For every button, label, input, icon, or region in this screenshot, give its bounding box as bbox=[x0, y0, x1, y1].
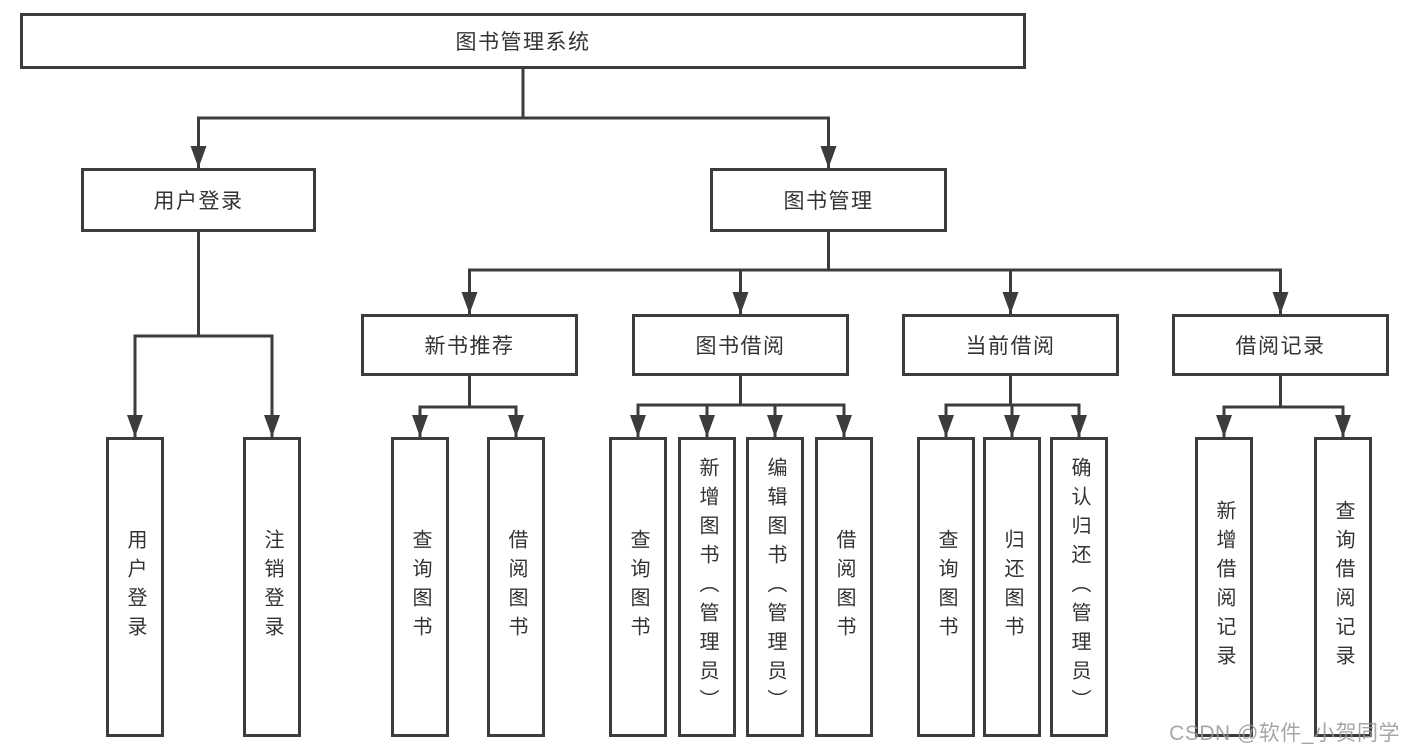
node-new-book-recommend: 新书推荐 bbox=[361, 314, 578, 376]
node-recommend-borrow-books-label: 借阅图书 bbox=[505, 529, 527, 645]
node-records-query-record-label: 查询借阅记录 bbox=[1332, 500, 1354, 674]
node-records-add-record: 新增借阅记录 bbox=[1195, 437, 1253, 737]
node-login: 用户登录 bbox=[106, 437, 164, 737]
csdn-watermark: CSDN @软件_小贺同学 bbox=[1169, 722, 1400, 745]
node-recommend-query-books: 查询图书 bbox=[391, 437, 449, 737]
node-root: 图书管理系统 bbox=[20, 13, 1026, 69]
node-borrow-query-books-label: 查询图书 bbox=[627, 529, 649, 645]
node-current-query-books: 查询图书 bbox=[917, 437, 975, 737]
node-current-query-books-label: 查询图书 bbox=[935, 529, 957, 645]
node-recommend-query-books-label: 查询图书 bbox=[409, 529, 431, 645]
node-root-label: 图书管理系统 bbox=[455, 31, 591, 54]
node-user-login: 用户登录 bbox=[81, 168, 316, 232]
node-user-login-label: 用户登录 bbox=[153, 190, 244, 213]
node-current-borrow-label: 当前借阅 bbox=[965, 335, 1056, 358]
node-book-management-label: 图书管理 bbox=[783, 190, 874, 213]
node-book-management: 图书管理 bbox=[710, 168, 947, 232]
node-book-borrow-label: 图书借阅 bbox=[695, 335, 786, 358]
node-current-borrow: 当前借阅 bbox=[902, 314, 1119, 376]
node-borrow-borrow-books-label: 借阅图书 bbox=[833, 529, 855, 645]
node-borrow-query-books: 查询图书 bbox=[609, 437, 667, 737]
node-borrow-records: 借阅记录 bbox=[1172, 314, 1389, 376]
node-borrow-records-label: 借阅记录 bbox=[1235, 335, 1326, 358]
node-current-return-books-label: 归还图书 bbox=[1001, 529, 1023, 645]
node-new-book-recommend-label: 新书推荐 bbox=[424, 335, 515, 358]
node-current-confirm-return-admin-label: 确认归还（管理员） bbox=[1068, 456, 1090, 718]
node-borrow-add-books-admin-label: 新增图书（管理员） bbox=[696, 456, 718, 718]
node-current-return-books: 归还图书 bbox=[983, 437, 1041, 737]
node-logout-label: 注销登录 bbox=[261, 529, 283, 645]
node-login-label: 用户登录 bbox=[124, 529, 146, 645]
node-recommend-borrow-books: 借阅图书 bbox=[487, 437, 545, 737]
node-borrow-edit-books-admin-label: 编辑图书（管理员） bbox=[764, 456, 786, 718]
node-logout: 注销登录 bbox=[243, 437, 301, 737]
node-book-borrow: 图书借阅 bbox=[632, 314, 849, 376]
node-records-query-record: 查询借阅记录 bbox=[1314, 437, 1372, 737]
node-borrow-add-books-admin: 新增图书（管理员） bbox=[678, 437, 736, 737]
node-current-confirm-return-admin: 确认归还（管理员） bbox=[1050, 437, 1108, 737]
node-borrow-borrow-books: 借阅图书 bbox=[815, 437, 873, 737]
node-borrow-edit-books-admin: 编辑图书（管理员） bbox=[746, 437, 804, 737]
node-records-add-record-label: 新增借阅记录 bbox=[1213, 500, 1235, 674]
